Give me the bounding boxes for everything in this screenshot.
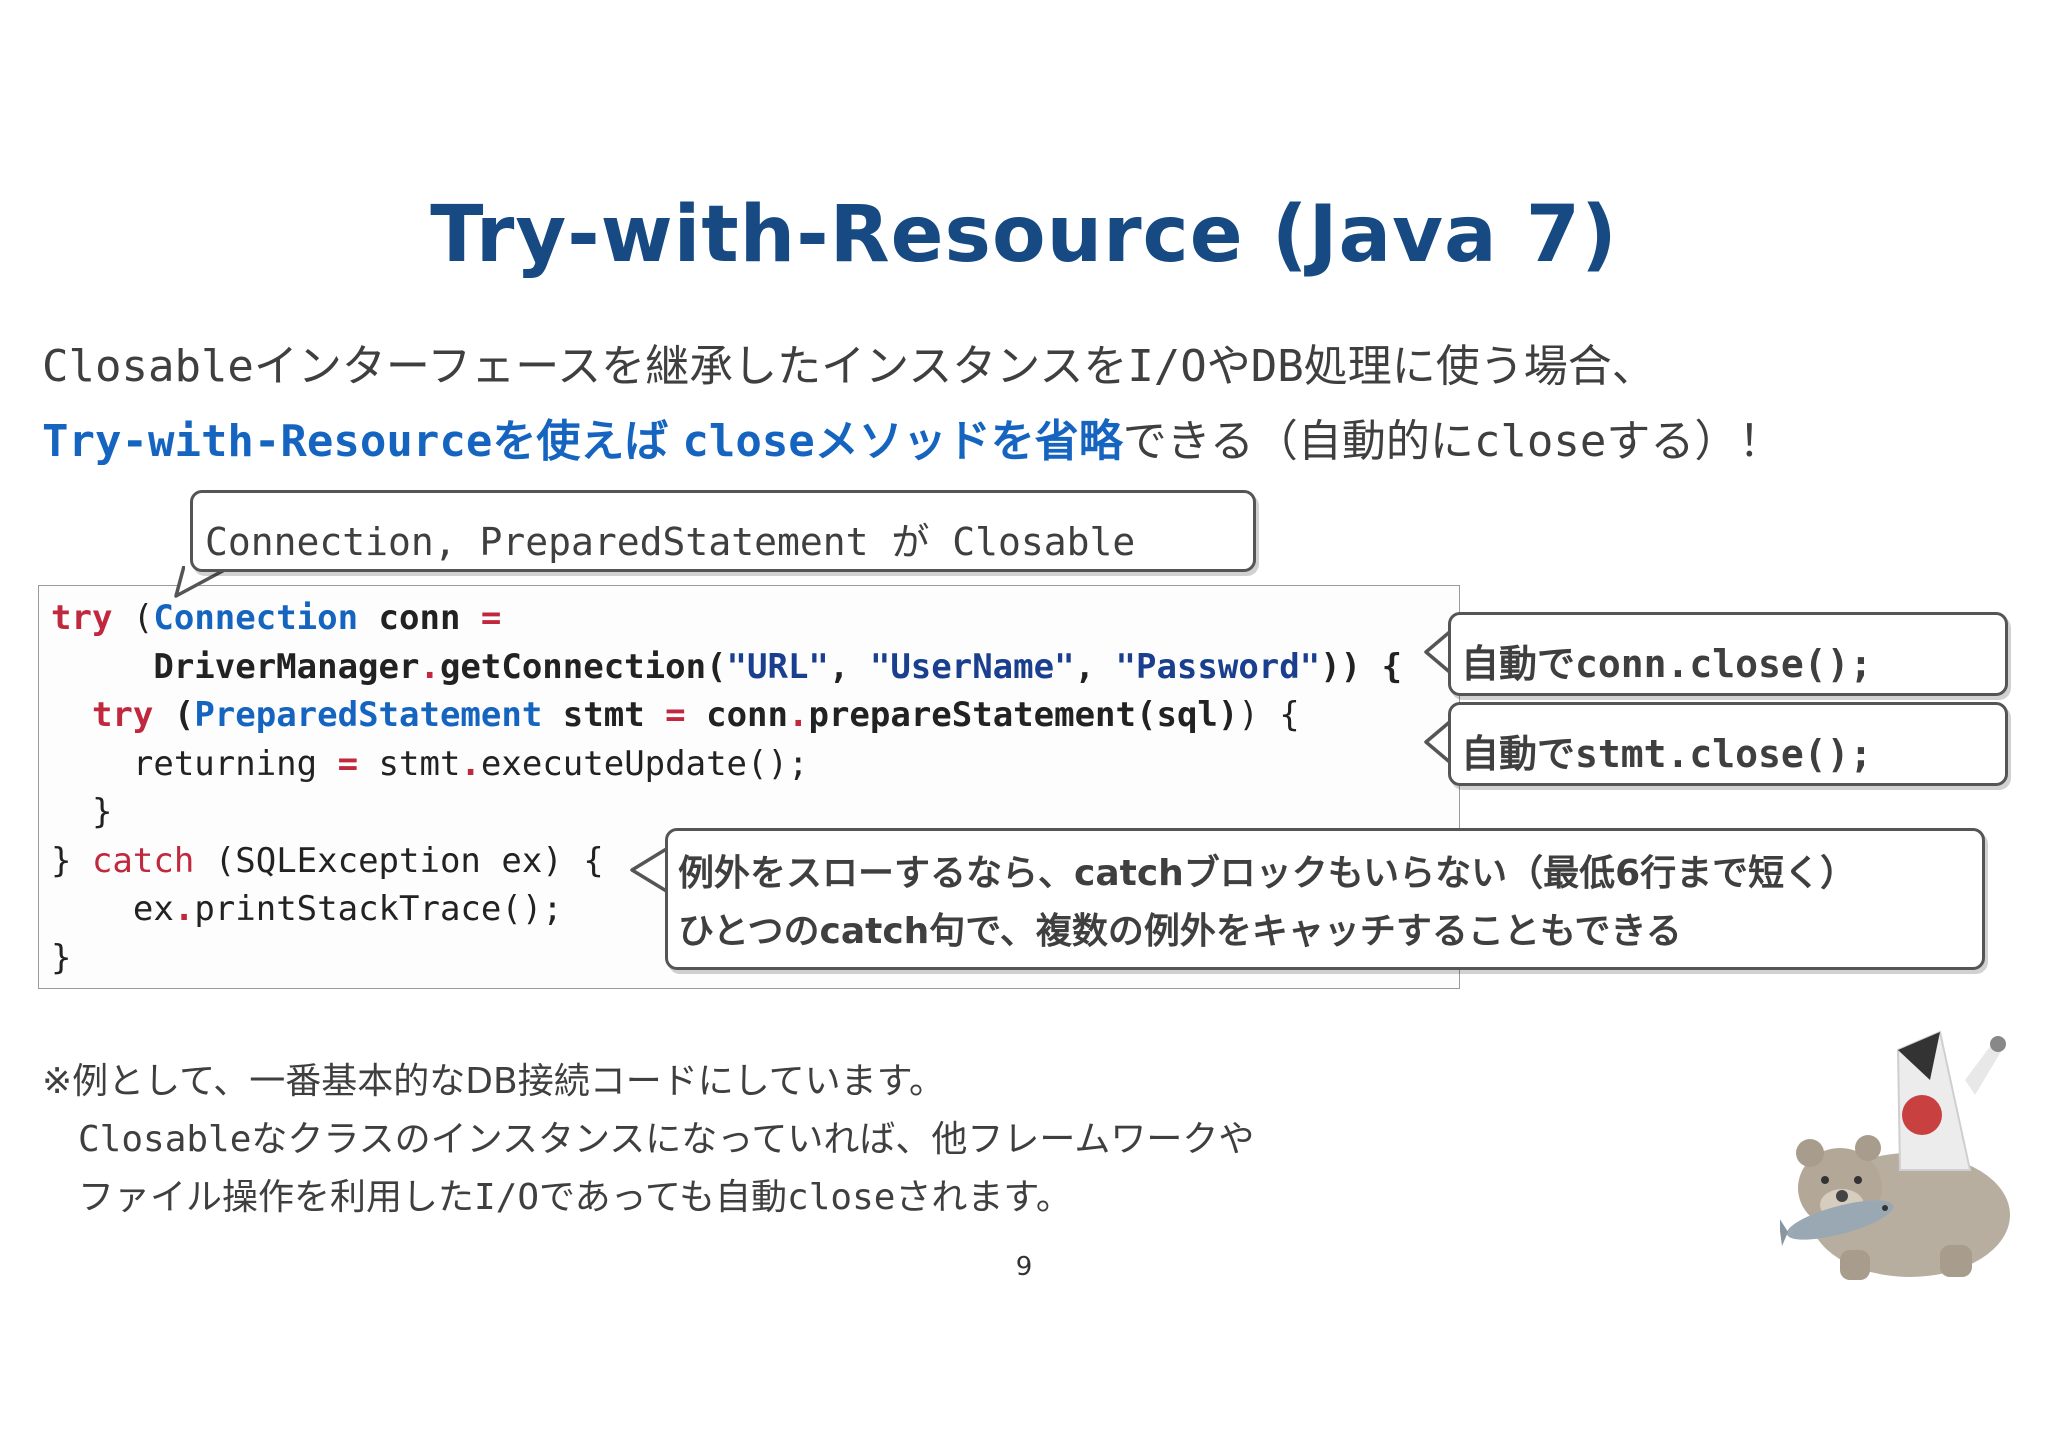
intro-highlight-try: Try-with-Resourceを使えば <box>42 416 669 467</box>
code-token: conn <box>358 598 481 638</box>
note-line-2: Closableなクラスのインスタンスになっていれば、他フレームワークや <box>78 1119 1255 1160</box>
code-token: . <box>173 889 195 929</box>
note-line-1: ※例として、一番基本的なDB接続コードにしています。 <box>42 1061 946 1102</box>
code-token: returning <box>51 743 338 784</box>
code-token: , <box>1074 646 1116 687</box>
callout-catch-line-1: 例外をスローするなら、catchブロックもいらない（最低6行まで短く） <box>678 853 1857 894</box>
code-type-preparedstatement: PreparedStatement <box>194 695 543 735</box>
callout-text: 自動で <box>1461 642 1576 686</box>
code-token: = <box>665 695 686 735</box>
code-type-connection: Connection <box>153 598 359 638</box>
code-try-keyword: try <box>91 695 154 735</box>
callout-tail-catch <box>630 846 670 894</box>
note-line-3: ファイル操作を利用したI/Oであっても自動closeされます。 <box>78 1177 1072 1218</box>
duke-bear-mascot-image <box>1780 1030 2010 1280</box>
page-number: 9 <box>1015 1252 1033 1282</box>
code-token: = <box>480 598 502 638</box>
code-token: (SQLException ex) { <box>194 840 604 881</box>
code-token: prepareStatement(sql) <box>808 695 1239 735</box>
callout-auto-stmt-close: 自動でstmt.close(); <box>1448 702 2008 786</box>
code-token: DriverManager <box>153 646 420 687</box>
callout-code: conn.close(); <box>1575 642 1873 686</box>
callout-closable: Connection, PreparedStatement が Closable <box>190 490 1256 572</box>
code-token: , <box>828 646 870 687</box>
code-string: "Password" <box>1115 646 1321 687</box>
code-string: "URL" <box>726 646 829 687</box>
code-token: printStackTrace(); <box>194 889 563 929</box>
code-token: stmt <box>542 695 666 735</box>
code-token: } <box>51 840 92 881</box>
code-token: } <box>51 792 113 832</box>
code-token: )) { <box>1320 646 1403 687</box>
code-token: } <box>51 937 72 978</box>
code-token <box>51 647 153 687</box>
code-string: "UserName" <box>869 646 1075 687</box>
code-token: executeUpdate(); <box>480 743 809 784</box>
code-token <box>51 695 92 735</box>
intro-line-1: Closableインターフェースを継承したインスタンスをI/OやDB処理に使う場… <box>42 341 1656 392</box>
code-catch-keyword: catch <box>91 840 195 881</box>
callout-text: 自動で <box>1461 732 1576 776</box>
callout-catch-line-2: ひとつのcatch句で、複数の例外をキャッチすることもできる <box>678 911 1682 952</box>
code-text: try (Connection conn = DriverManager.get… <box>51 594 1402 982</box>
intro-highlight-close: closeメソッドを省略 <box>682 416 1123 467</box>
intro-rest: できる（自動的にcloseする）！ <box>1122 416 1783 467</box>
code-token: stmt <box>358 743 461 784</box>
code-try-keyword: try <box>51 598 113 638</box>
code-token: ( <box>112 598 154 638</box>
callout-catch: 例外をスローするなら、catchブロックもいらない（最低6行まで短く） ひとつの… <box>665 828 1985 970</box>
slide-title: Try-with-Resource (Java 7) <box>430 190 1618 280</box>
code-token: ( <box>153 695 195 735</box>
code-token: = <box>337 743 359 784</box>
intro-line-2: Try-with-Resourceを使えば closeメソッドを省略できる（自動… <box>42 405 1782 469</box>
code-token: ex <box>51 889 174 929</box>
callout-auto-conn-close: 自動でconn.close(); <box>1448 612 2008 696</box>
code-token: ) { <box>1238 695 1300 735</box>
code-token: conn <box>685 695 788 735</box>
callout-code: stmt.close(); <box>1575 732 1873 776</box>
code-token: getConnection( <box>439 646 727 687</box>
code-token: . <box>788 695 809 735</box>
code-token: . <box>419 646 440 687</box>
code-token: . <box>460 743 481 784</box>
